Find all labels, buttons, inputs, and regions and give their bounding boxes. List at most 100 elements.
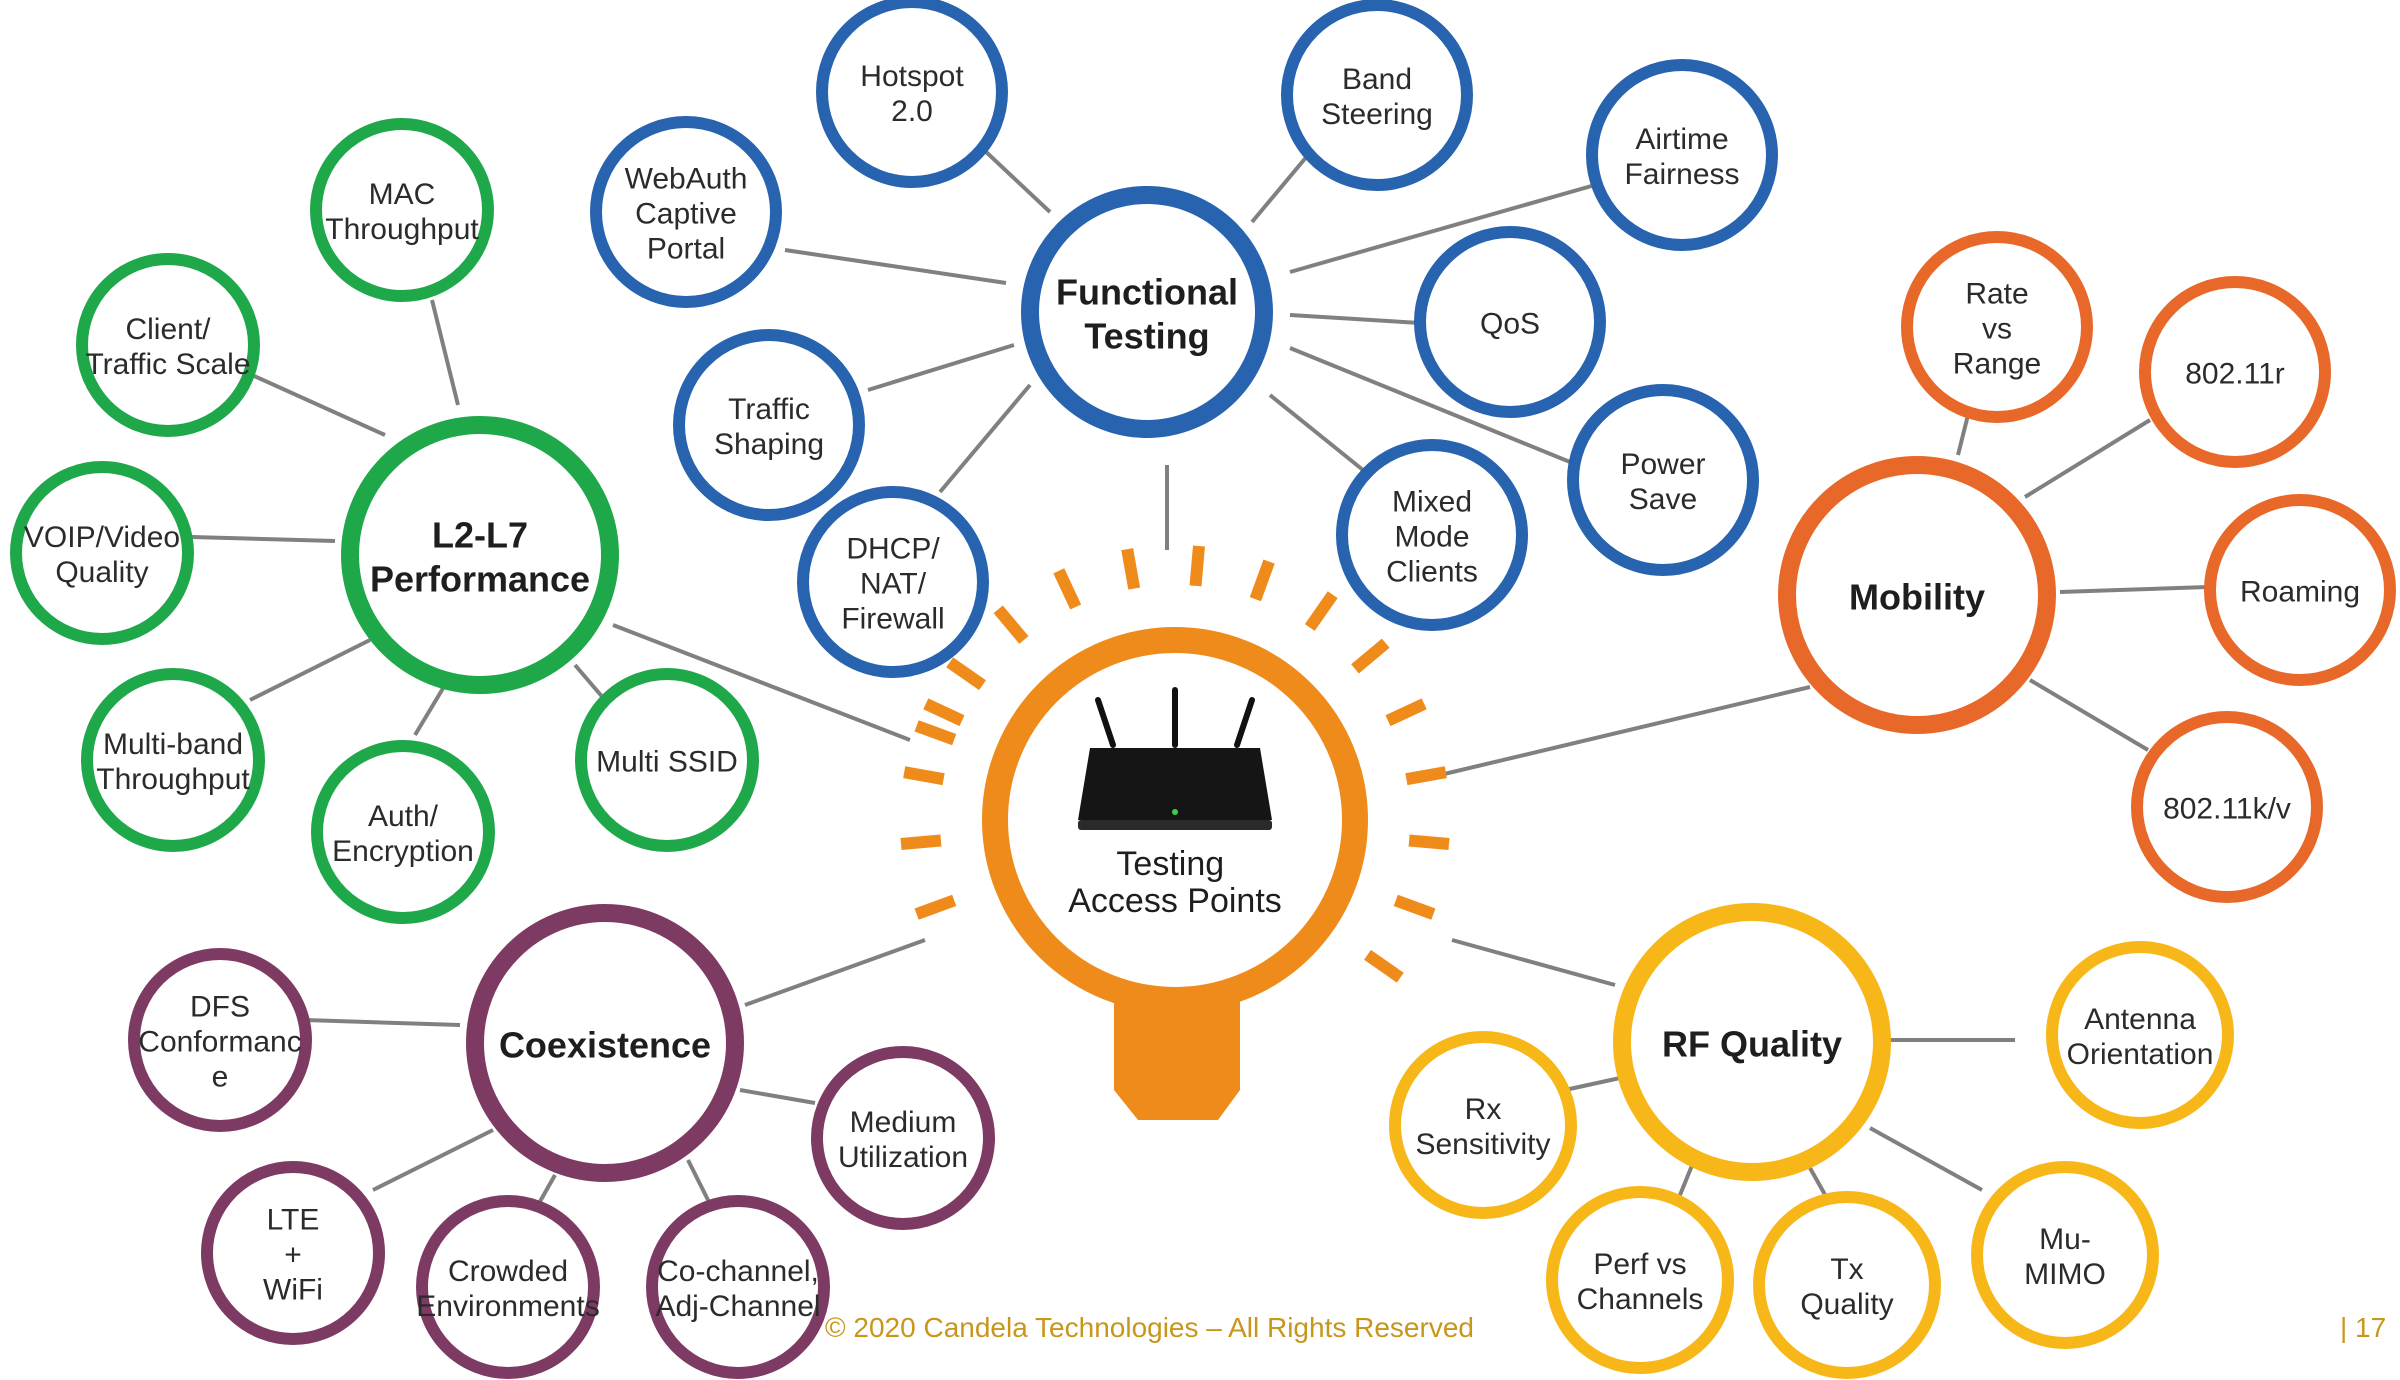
voip-video-ring (10, 461, 194, 645)
mixed-mode-label-line: Mode (1394, 521, 1469, 554)
dhcp-label: DHCP/NAT/Firewall (841, 533, 944, 636)
bulb-ray (1408, 834, 1450, 850)
client-scale-label: Client/Traffic Scale (85, 313, 250, 381)
bulb-rays (900, 545, 1450, 983)
coexistence-hub-label: Coexistence (499, 1025, 711, 1066)
traffic-shaping-label-line: Shaping (714, 428, 824, 461)
bulb-base (1114, 990, 1240, 1120)
power-save-label-line: Save (1629, 483, 1697, 516)
dfs-connector (304, 1018, 461, 1027)
80211kv-ring (2131, 711, 2323, 903)
auth-connector (413, 683, 447, 737)
perf-channels-label-line: Perf vs (1593, 1248, 1686, 1281)
client-scale-label-line: Traffic Scale (85, 348, 250, 381)
rx-sens-label-line: Rx (1465, 1093, 1502, 1126)
client-scale-connector (251, 373, 386, 437)
crowded-label-line: Crowded (448, 1255, 568, 1288)
mu-mimo-label-line: MIMO (2024, 1258, 2106, 1291)
power-save-label-line: Power (1620, 448, 1705, 481)
dhcp-connector (938, 383, 1032, 494)
mixed-mode-label-line: Mixed (1392, 486, 1472, 519)
functional-hub-label-line: Functional (1056, 272, 1238, 313)
mixed-mode-label-line: Clients (1386, 556, 1478, 589)
qos-label-line: QoS (1480, 308, 1540, 341)
lte-wifi-label: LTE+WiFi (263, 1204, 323, 1307)
center-label: Testing Access Points (1068, 845, 1282, 920)
topic-node-80211kv: 802.11k/v (2131, 711, 2323, 903)
lte-wifi-label-line: + (284, 1239, 302, 1272)
mobility-hub-ring (1778, 456, 2056, 734)
rate-range-ring (1901, 231, 2093, 423)
router-icon (1078, 687, 1272, 830)
multi-ssid-label: Multi SSID (596, 746, 738, 779)
mac-throughput-label-line: MAC (369, 178, 436, 211)
mu-mimo-ring (1971, 1161, 2159, 1349)
client-scale-ring (76, 253, 260, 437)
functional-hub-label-line: Testing (1084, 316, 1209, 357)
hub-mobility: Mobility (1778, 456, 2056, 734)
bulb-ray (900, 834, 942, 850)
mac-throughput-ring (310, 118, 494, 302)
multiband-ring (81, 668, 265, 852)
rf-quality-hub-connector (1451, 938, 1616, 987)
antenna-label-line: Antenna (2084, 1003, 2196, 1036)
topic-node-client-scale: Client/Traffic Scale (76, 253, 260, 437)
bulb-ray (1189, 545, 1205, 587)
mobility-hub-label: Mobility (1849, 577, 1985, 618)
bulb-ray (1053, 568, 1082, 610)
tx-quality-ring (1753, 1191, 1941, 1379)
rate-range-label-line: vs (1982, 313, 2012, 346)
multiband-connector (249, 638, 371, 702)
80211kv-label-line: 802.11k/v (2163, 793, 2291, 826)
80211kv-label: 802.11k/v (2163, 793, 2291, 826)
lightbulb: Testing Access Points (982, 627, 1368, 1120)
80211kv-connector (2028, 678, 2150, 752)
performance-hub-connector (612, 623, 911, 742)
traffic-shaping-ring (673, 329, 865, 521)
medium-util-ring (811, 1046, 995, 1230)
roaming-label: Roaming (2240, 576, 2360, 609)
multi-ssid-label-line: Multi SSID (596, 746, 738, 779)
power-save-connector (1289, 346, 1571, 464)
bulb-ray (1364, 949, 1404, 983)
rate-range-label-line: Rate (1965, 278, 2028, 311)
band-steering-label-line: Steering (1321, 98, 1433, 131)
perf-channels-connector (1678, 1162, 1695, 1196)
rate-range-label-line: Range (1953, 348, 2041, 381)
hotspot-ring (816, 0, 1008, 188)
rf-quality-hub-label-line: RF Quality (1662, 1024, 1842, 1065)
power-save-ring (1567, 384, 1759, 576)
perf-channels-ring (1546, 1186, 1734, 1374)
dhcp-label-line: DHCP/ (846, 533, 940, 566)
hub-coexistence: Coexistence (466, 904, 744, 1182)
topic-node-multi-ssid: Multi SSID (575, 668, 759, 852)
medium-util-connector (739, 1088, 816, 1105)
topic-node-80211r: 802.11r (2139, 276, 2331, 468)
mobility-hub-label-line: Mobility (1849, 577, 1985, 618)
lte-wifi-label-line: LTE (267, 1204, 320, 1237)
webauth-label-line: Captive (635, 198, 737, 231)
hotspot-label-line: Hotspot (860, 60, 964, 93)
80211r-label-line: 802.11r (2185, 358, 2285, 391)
qos-label: QoS (1480, 308, 1540, 341)
topic-node-auth: Auth/Encryption (311, 740, 495, 924)
